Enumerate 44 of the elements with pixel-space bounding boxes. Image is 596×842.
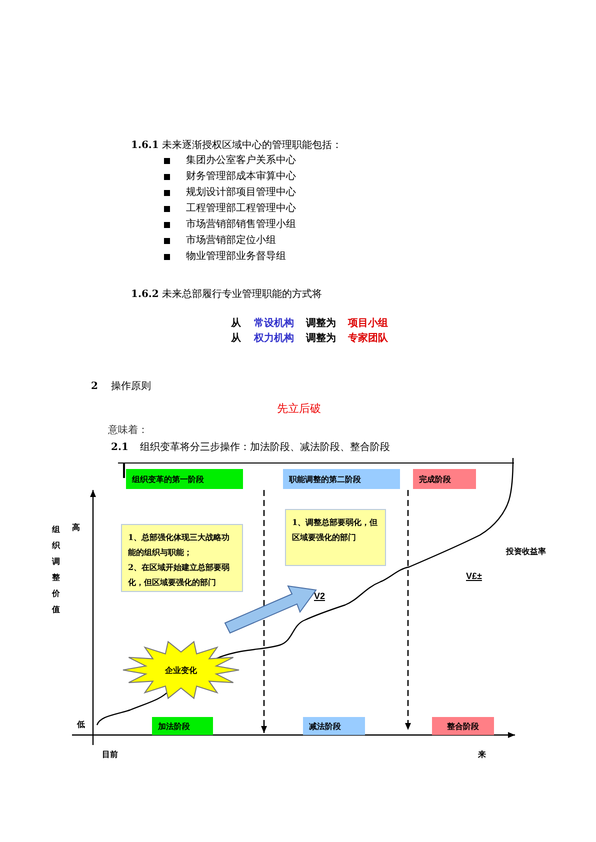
curve-label: V2 bbox=[314, 590, 326, 602]
list-item: 工程管理部工程管理中心 bbox=[186, 203, 296, 215]
section-heading: 组织变革将分三步操作：加法阶段、减法阶段、整合阶段 bbox=[140, 442, 390, 454]
list-item: 财务管理部成本审算中心 bbox=[186, 171, 296, 183]
text: 常设机构 bbox=[254, 318, 294, 330]
note-text: 2、在区域开始建立总部要弱化，但区域要强化的部门 bbox=[128, 561, 231, 589]
text: 调整为 bbox=[306, 333, 336, 345]
axis-label: 来 bbox=[478, 748, 486, 760]
text: 权力机构 bbox=[254, 333, 294, 345]
list-item: 规划设计部项目管理中心 bbox=[186, 187, 296, 199]
section-number: 2 bbox=[91, 381, 98, 393]
stage-box: 减法阶段 bbox=[303, 717, 365, 735]
text: 从 bbox=[231, 318, 241, 330]
curve-label: V£± bbox=[466, 570, 482, 582]
stage-box: 职能调整的第二阶段 bbox=[283, 469, 400, 489]
stage-box: 整合阶段 bbox=[432, 717, 494, 735]
note-box: 1、调整总部要弱化，但区域要强化的部门 bbox=[285, 509, 386, 566]
starburst: 企业变化 bbox=[122, 640, 240, 700]
section-heading: 操作原则 bbox=[111, 381, 151, 393]
axis-title: 组织调整价值 bbox=[52, 523, 61, 616]
text: 专家团队 bbox=[348, 333, 388, 345]
list-item: 集团办公室客户关系中心 bbox=[186, 155, 296, 167]
axis-label: 目前 bbox=[102, 748, 118, 760]
section-number: 1.6.1 bbox=[131, 140, 159, 152]
axis-label: 高 bbox=[72, 521, 80, 533]
section-heading: 未来逐渐授权区域中心的管理职能包括： bbox=[162, 140, 342, 152]
stage-box: 完成阶段 bbox=[413, 469, 476, 489]
stage-box: 加法阶段 bbox=[152, 717, 213, 735]
note-box bbox=[121, 524, 243, 592]
emphasis-text: 先立后破 bbox=[277, 403, 321, 415]
text: 从 bbox=[231, 333, 241, 345]
stage-box: 组织变革的第一阶段 bbox=[126, 469, 243, 489]
axis-title: 投资收益率 bbox=[506, 545, 546, 557]
section-number: 1.6.2 bbox=[131, 289, 159, 301]
text: 项目小组 bbox=[348, 318, 388, 330]
section-heading: 未来总部履行专业管理职能的方式将 bbox=[162, 289, 322, 301]
axis-label: 低 bbox=[77, 718, 85, 730]
list-item: 市场营销部定位小组 bbox=[186, 235, 276, 247]
list-item: 市场营销部销售管理小组 bbox=[186, 219, 296, 231]
section-number: 2.1 bbox=[111, 442, 128, 454]
list-item: 物业管理部业务督导组 bbox=[186, 251, 286, 263]
text: 调整为 bbox=[306, 318, 336, 330]
text: 意味着： bbox=[108, 425, 148, 437]
note-text: 1、总部强化体现三大战略功能的组织与职能； bbox=[128, 531, 231, 559]
